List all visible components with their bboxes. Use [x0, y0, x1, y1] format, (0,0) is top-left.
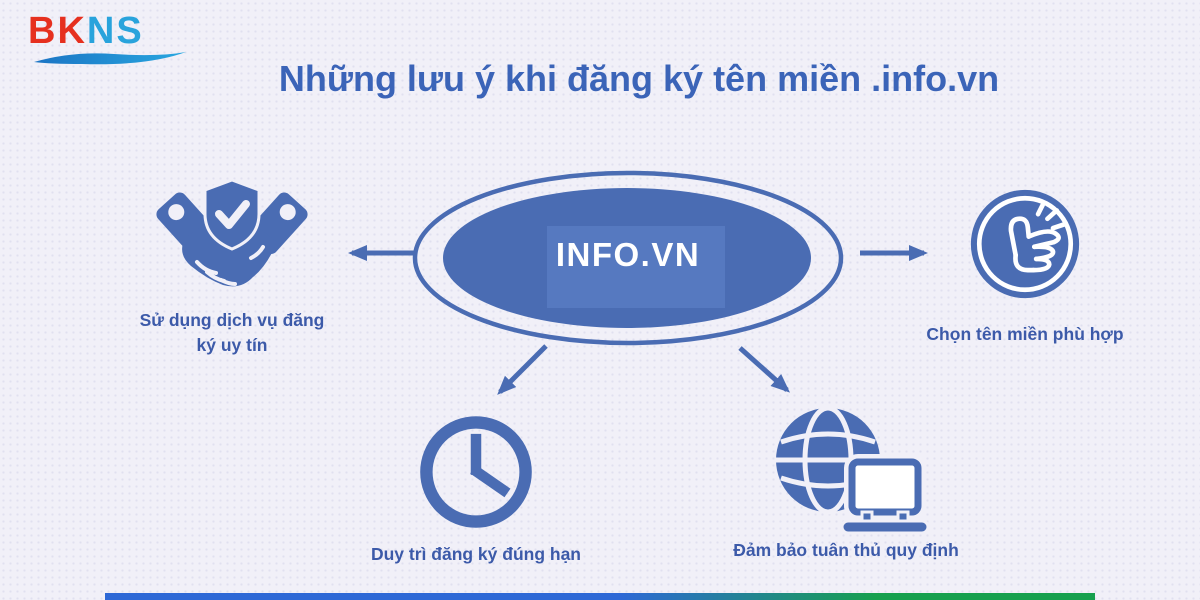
- node-comply-regulations: Đảm bảo tuân thủ quy định: [716, 402, 976, 563]
- node-trusted-registrar: Sử dụng dịch vụ đăng ký uy tín: [118, 176, 346, 357]
- node-renew-on-time: Duy trì đăng ký đúng hạn: [348, 410, 604, 567]
- logo-part-ns: NS: [86, 10, 144, 52]
- arrow-bottom-right: [738, 346, 790, 393]
- globe-laptop-icon: [776, 405, 930, 535]
- bkns-logo-text: BKNS: [28, 12, 190, 50]
- handshake-shield-icon: [156, 178, 308, 287]
- logo-part-bk: BK: [28, 10, 87, 52]
- node-label: Đảm bảo tuân thủ quy định: [733, 540, 959, 560]
- arrow-bottom-left: [497, 344, 548, 395]
- node-label: Chọn tên miền phù hợp: [926, 324, 1124, 344]
- logo-swoosh-icon: [34, 52, 186, 65]
- bkns-logo: BKNS: [28, 12, 190, 67]
- node-choose-domain: Chọn tên miền phù hợp: [898, 188, 1152, 347]
- thumbs-up-icon: [970, 189, 1080, 299]
- page-title: Những lưu ý khi đăng ký tên miền .info.v…: [278, 58, 1000, 99]
- footer-accent-bar: [105, 593, 1095, 600]
- node-label: Duy trì đăng ký đúng hạn: [370, 544, 581, 564]
- node-label: Sử dụng dịch vụ đăng ký uy tín: [139, 310, 325, 355]
- center-node-label: INFO.VN: [555, 236, 701, 273]
- clock-icon: [420, 416, 532, 528]
